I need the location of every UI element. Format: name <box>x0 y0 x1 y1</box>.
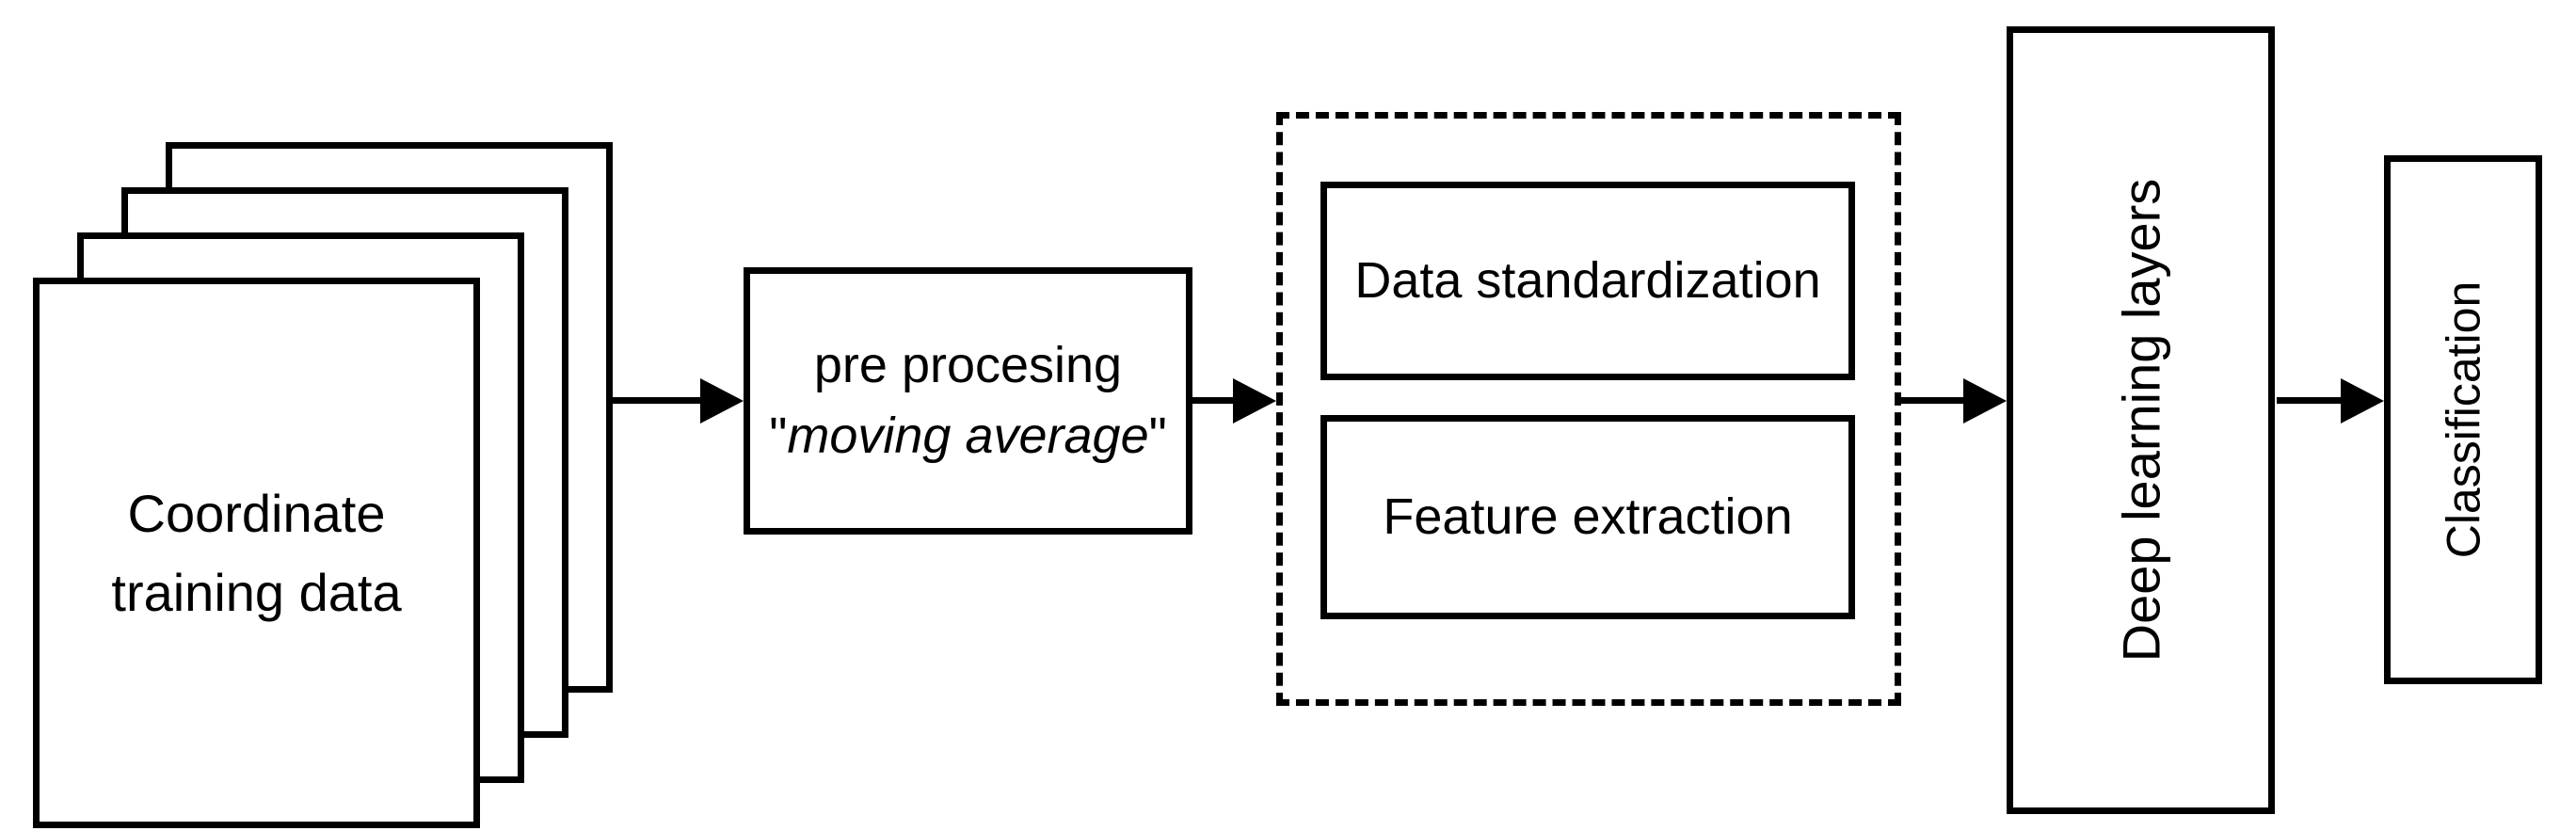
arrow-line <box>1899 397 1969 404</box>
deep-learning-label: Deep learning layers <box>2111 178 2170 663</box>
arrow-line <box>1190 397 1239 404</box>
preprocessing-line1: pre procesing <box>813 337 1123 394</box>
arrow-line <box>612 397 706 404</box>
data-standardization-box: Data standardization <box>1320 182 1855 380</box>
arrowhead-icon <box>700 378 744 423</box>
arrowhead-icon <box>1963 378 2007 423</box>
training-data-line1: Coordinate <box>127 483 386 543</box>
preprocessing-line2: "moving average" <box>769 401 1167 471</box>
training-data-line2: training data <box>111 562 402 622</box>
deep-learning-box: Deep learning layers <box>2007 26 2275 814</box>
feature-extraction-label: Feature extraction <box>1383 488 1793 546</box>
quote-close: " <box>1148 408 1167 464</box>
preprocessing-label: pre procesing "moving average" <box>769 330 1167 471</box>
arrow-line <box>2277 397 2347 404</box>
classification-box: Classification <box>2384 155 2542 684</box>
moving-average-emphasis: moving average <box>787 408 1149 464</box>
pipeline-dashed-group <box>1276 112 1901 706</box>
quote-open: " <box>769 408 788 464</box>
feature-extraction-box: Feature extraction <box>1320 415 1855 619</box>
preprocessing-box: pre procesing "moving average" <box>744 267 1192 535</box>
arrowhead-icon <box>2341 378 2384 423</box>
stacked-page-front: Coordinate training data <box>33 278 480 828</box>
training-data-label: Coordinate training data <box>111 474 401 632</box>
data-standardization-label: Data standardization <box>1354 252 1821 310</box>
arrowhead-icon <box>1233 378 1276 423</box>
classification-label: Classification <box>2437 280 2489 559</box>
